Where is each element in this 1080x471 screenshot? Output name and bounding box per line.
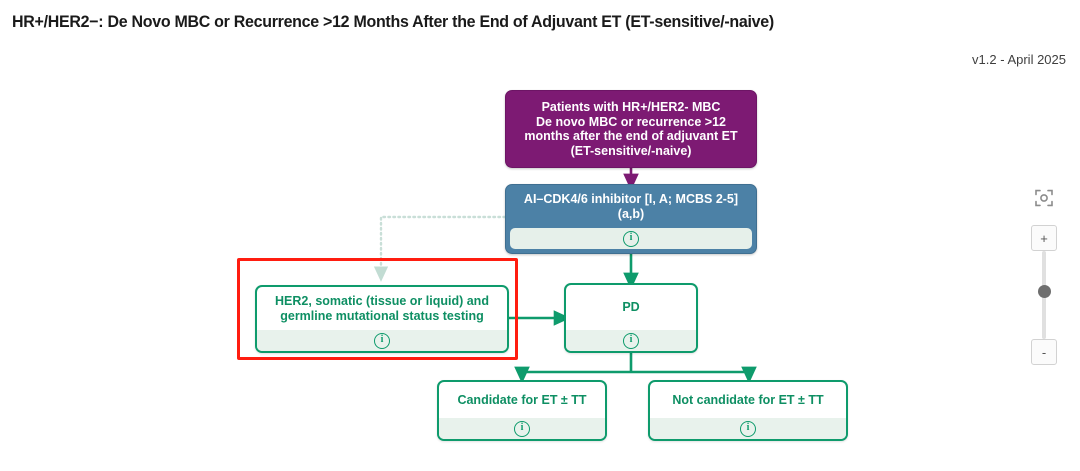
edge-pd-split (522, 353, 749, 374)
node-candidate-label: Candidate for ET ± TT (457, 392, 587, 407)
node-her2-mutational-testing[interactable]: HER2, somatic (tissue or liquid) and ger… (255, 285, 509, 353)
node-patients-line-1: Patients with HR+/HER2- MBC (541, 100, 721, 114)
node-pd-label: PD (622, 300, 640, 315)
page-title: HR+/HER2−: De Novo MBC or Recurrence >12… (12, 12, 774, 31)
node-ai-cdk46-line-2: (a,b) (617, 206, 645, 221)
node-patients-label: Patients with HR+/HER2- MBC De novo MBC … (506, 91, 756, 167)
node-not-candidate-footer: i (650, 418, 846, 439)
node-candidate-for-et-tt[interactable]: Candidate for ET ± TT i (437, 380, 607, 441)
node-her2-testing-footer: i (257, 330, 507, 351)
flowchart-canvas[interactable]: Patients with HR+/HER2- MBC De novo MBC … (0, 70, 1010, 471)
selection-highlight (237, 258, 518, 360)
node-patients-line-3: months after the end of adjuvant ET (524, 129, 738, 143)
zoom-slider[interactable] (1037, 251, 1051, 339)
zoom-out-button[interactable]: - (1031, 339, 1057, 365)
node-patients-line-2: De novo MBC or recurrence >12 (536, 114, 726, 129)
node-ai-cdk46-inhibitor[interactable]: AI–CDK4/6 inhibitor [I, A; MCBS 2-5] (a,… (505, 184, 757, 254)
info-icon[interactable]: i (514, 420, 530, 437)
zoom-slider-handle[interactable] (1037, 285, 1051, 298)
node-pd[interactable]: PD i (564, 283, 698, 353)
node-patients[interactable]: Patients with HR+/HER2- MBC De novo MBC … (505, 90, 757, 168)
node-her2-testing-line-1: HER2, somatic (tissue or liquid) and (275, 294, 489, 308)
version-label: v1.2 - April 2025 (972, 52, 1066, 67)
node-her2-testing-line-2: germline mutational status testing (280, 308, 484, 323)
zoom-in-button[interactable]: + (1031, 225, 1057, 251)
info-icon[interactable]: i (740, 420, 756, 437)
info-icon[interactable]: i (623, 332, 639, 349)
node-ai-cdk46-footer: i (510, 228, 752, 249)
node-ai-cdk46-label: AI–CDK4/6 inhibitor [I, A; MCBS 2-5] (a,… (506, 185, 756, 228)
node-pd-footer: i (566, 330, 696, 351)
info-icon[interactable]: i (374, 332, 390, 349)
zoom-controls[interactable]: + - (1024, 185, 1064, 365)
focus-frame-icon (1035, 189, 1053, 207)
node-patients-line-4: (ET-sensitive/-naive) (570, 143, 692, 158)
node-not-candidate-for-et-tt[interactable]: Not candidate for ET ± TT i (648, 380, 848, 441)
node-not-candidate-label: Not candidate for ET ± TT (672, 392, 824, 407)
node-ai-cdk46-line-1: AI–CDK4/6 inhibitor [I, A; MCBS 2-5] (523, 192, 739, 206)
node-candidate-footer: i (439, 418, 605, 439)
fit-to-view-button[interactable] (1031, 185, 1057, 211)
node-her2-testing-label: HER2, somatic (tissue or liquid) and ger… (257, 287, 507, 330)
info-icon[interactable]: i (623, 230, 639, 247)
